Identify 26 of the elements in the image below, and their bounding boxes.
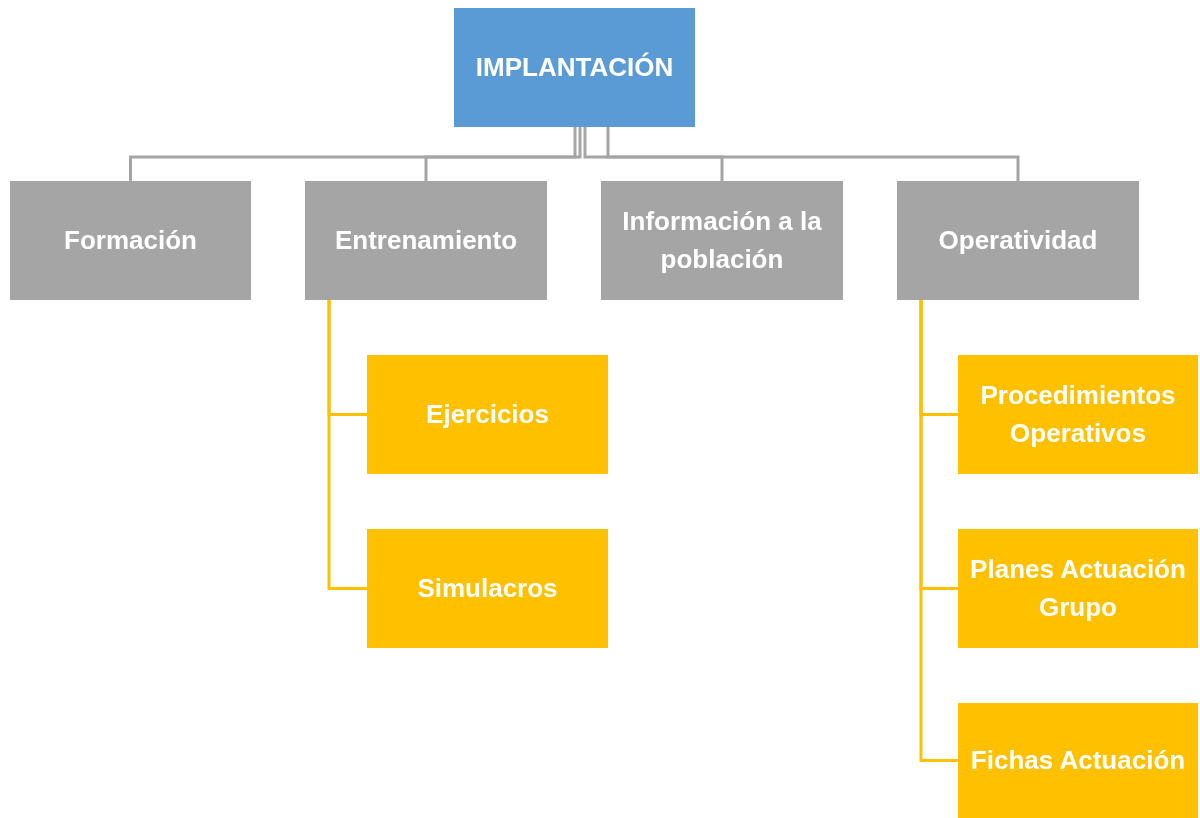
connector-line [129, 127, 577, 181]
org-box [454, 8, 695, 127]
org-box [958, 529, 1198, 648]
connector-line [583, 127, 724, 181]
box-label: Ejercicios [426, 397, 549, 431]
connector-line [424, 127, 582, 181]
connector-line [327, 300, 367, 590]
org-box [367, 529, 608, 648]
box-label: Simulacros [417, 571, 558, 605]
box-label: Formación [64, 223, 197, 257]
org-box [958, 355, 1198, 474]
org-box [305, 181, 547, 300]
connector-line [606, 127, 1020, 181]
org-box [897, 181, 1139, 300]
org-box [958, 703, 1198, 818]
box-label: Información a la población [621, 204, 823, 276]
box-label: Procedimientos Operativos [979, 378, 1177, 450]
org-box [10, 181, 251, 300]
box-label: Fichas Actuación [970, 743, 1186, 777]
org-box [601, 181, 843, 300]
box-label: Operatividad [938, 223, 1098, 257]
org-box [367, 355, 608, 474]
box-label: Planes Actuación Grupo [969, 552, 1187, 624]
box-label: IMPLANTACIÓN [475, 50, 674, 84]
box-label: Entrenamiento [335, 223, 517, 257]
connector-line [919, 300, 958, 762]
